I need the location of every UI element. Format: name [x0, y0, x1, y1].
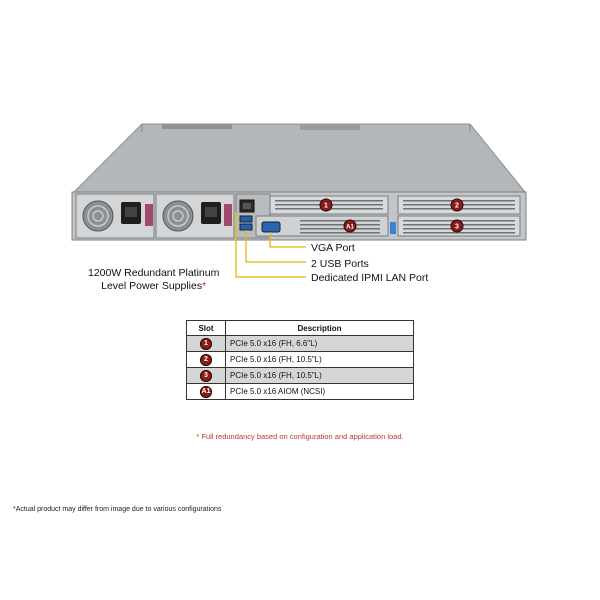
release-tab — [390, 222, 396, 234]
psu-1 — [75, 193, 155, 239]
vga-port — [261, 221, 281, 233]
psu-handle — [145, 204, 153, 226]
cover-label — [162, 124, 232, 129]
slot-badge: A1 — [200, 385, 212, 398]
usb-port — [239, 223, 253, 231]
slot-cell: 2 — [186, 351, 226, 368]
psu-callout-line2: Level Power Supplies — [101, 280, 203, 292]
description-cell: PCIe 5.0 x16 (FH, 10.5"L) — [225, 367, 414, 384]
table-row: 3 PCIe 5.0 x16 (FH, 10.5"L) — [186, 367, 414, 384]
vga-leader-line — [269, 232, 306, 248]
slot-cell: 3 — [186, 367, 226, 384]
server-rear-diagram: 1 2 3 A1 — [71, 123, 527, 278]
slot-cell: A1 — [186, 383, 226, 400]
slot-table: Slot Description 1 PCIe 5.0 x16 (FH, 6.6… — [186, 320, 414, 400]
cover-vent — [300, 124, 360, 130]
svg-text:3: 3 — [455, 224, 459, 231]
slot-badge: 2 — [200, 353, 212, 366]
psu-2 — [155, 193, 235, 239]
table-row: 2 PCIe 5.0 x16 (FH, 10.5"L) — [186, 351, 414, 368]
slot-badge: 1 — [200, 337, 212, 350]
description-cell: PCIe 5.0 x16 AIOM (NCSI) — [225, 383, 414, 400]
svg-text:2: 2 — [455, 203, 459, 210]
redundancy-note: * Full redundancy based on configuration… — [196, 432, 404, 441]
vga-callout: VGA Port — [311, 242, 355, 254]
chassis-top-cover — [72, 123, 527, 193]
slot-badge-1: 1 — [319, 198, 333, 212]
ipmi-leader-line — [235, 212, 306, 278]
header-description: Description — [225, 320, 414, 336]
header-slot: Slot — [186, 320, 226, 336]
svg-text:A1: A1 — [346, 225, 354, 231]
ipmi-callout: Dedicated IPMI LAN Port — [311, 272, 429, 284]
callout-lines — [235, 212, 306, 278]
table-row: A1 PCIe 5.0 x16 AIOM (NCSI) — [186, 383, 414, 400]
slot-badge-a1: A1 — [343, 219, 357, 233]
slot-badge: 3 — [200, 369, 212, 382]
description-cell: PCIe 5.0 x16 (FH, 6.6"L) — [225, 335, 414, 352]
aiom-slot-a1 — [255, 215, 389, 237]
svg-text:1: 1 — [324, 203, 328, 210]
usb-callout: 2 USB Ports — [311, 258, 369, 270]
table-header-row: Slot Description — [186, 320, 414, 336]
usb-port — [239, 215, 253, 223]
psu-callout-mark: * — [202, 280, 207, 292]
table-row: 1 PCIe 5.0 x16 (FH, 6.6"L) — [186, 335, 414, 352]
slot-cell: 1 — [186, 335, 226, 352]
psu-handle — [224, 204, 232, 226]
slot-badge-2: 2 — [450, 198, 464, 212]
usb-leader-line — [245, 230, 306, 263]
psu-callout-line1: 1200W Redundant Platinum — [88, 267, 220, 279]
disclaimer-note: *Actual product may differ from image du… — [13, 506, 222, 513]
description-cell: PCIe 5.0 x16 (FH, 10.5"L) — [225, 351, 414, 368]
psu-callout: 1200W Redundant Platinum Level Power Sup… — [88, 267, 219, 293]
slot-badge-3: 3 — [450, 219, 464, 233]
